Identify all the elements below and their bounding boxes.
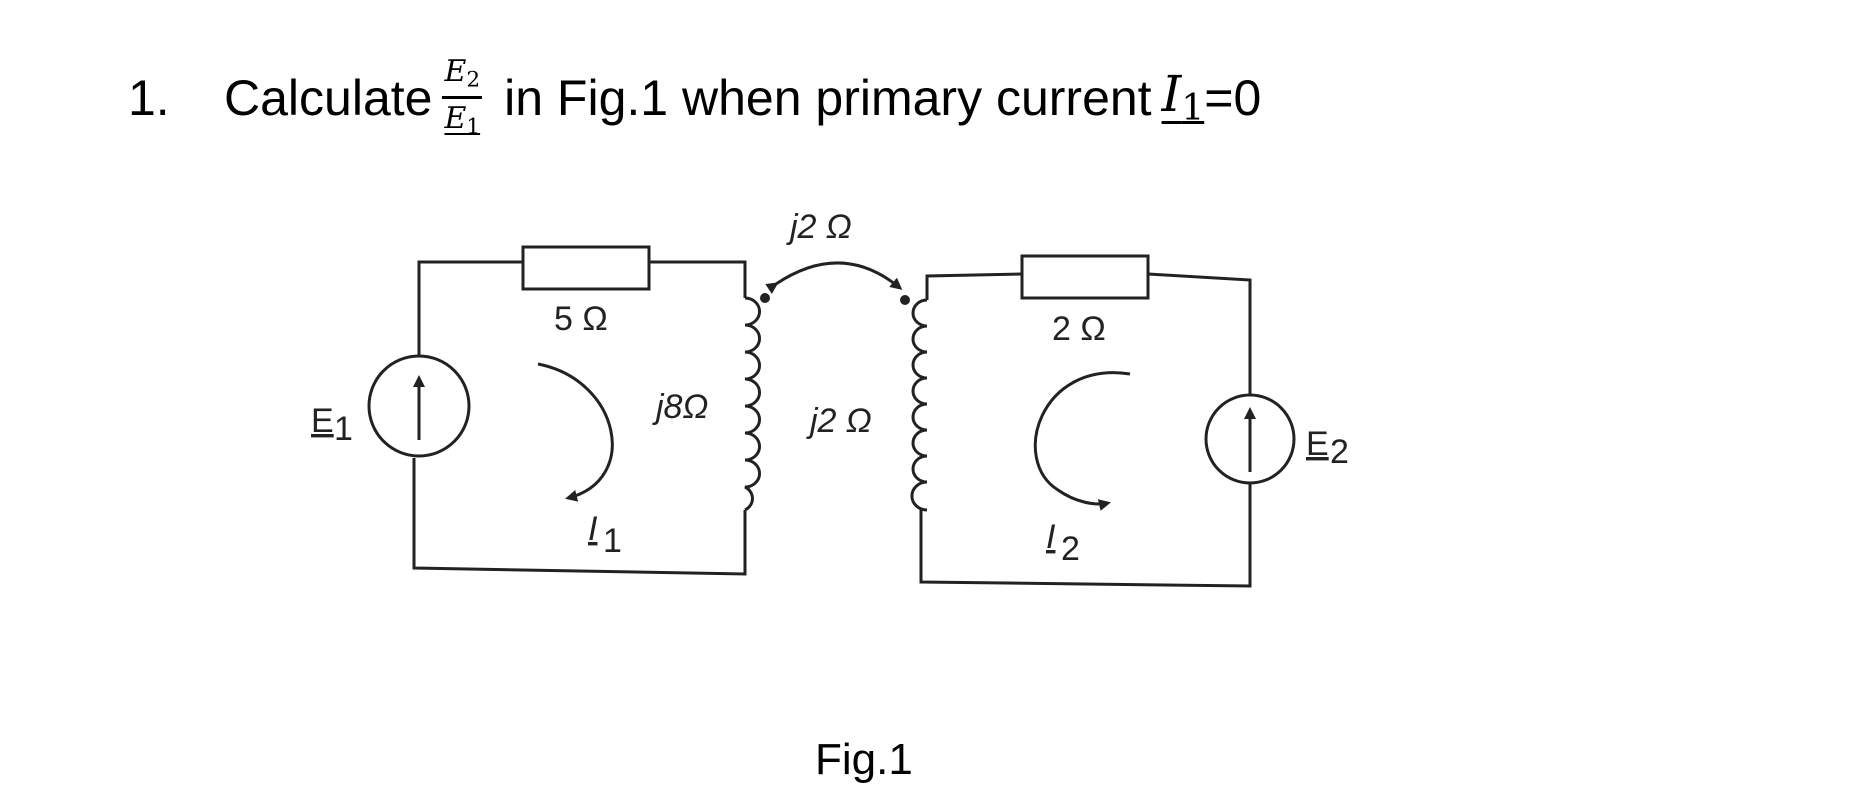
primary-current-symbol: I1 [1161, 64, 1205, 129]
secondary-inductor [910, 298, 928, 512]
l2-label: j2 Ω [806, 402, 872, 440]
svg-text:I: I [588, 510, 598, 548]
question-body: in Fig.1 when primary current [504, 69, 1152, 126]
primary-loop-wires [412, 260, 747, 576]
svg-text:I: I [1046, 518, 1056, 556]
figure-caption-text: Fig.1 [815, 735, 913, 784]
l1-label: j8Ω [652, 388, 708, 426]
primary-polarity-dot [760, 293, 770, 303]
r2-label: 2 Ω [1052, 310, 1106, 348]
i1-label: I 1 [588, 510, 622, 560]
svg-text:2: 2 [1061, 530, 1080, 568]
resistor-2-ohm [1020, 254, 1150, 300]
question-lead: Calculate [224, 69, 433, 126]
mutual-coupling-arrow [765, 261, 903, 294]
primary-inductor [744, 296, 761, 512]
fraction-denominator: E1 [444, 101, 481, 140]
source-e2 [1204, 393, 1296, 485]
r1-label: 5 Ω [554, 300, 608, 338]
mesh-current-arrow-i2 [1033, 371, 1131, 511]
e2-label: E 2 [1306, 425, 1349, 471]
ratio-fraction: E2 E1 [442, 56, 483, 140]
svg-text:E: E [311, 402, 334, 440]
i2-label: I 2 [1046, 518, 1080, 568]
mutual-reactance-label: j2 Ω [786, 208, 852, 246]
source-e1 [367, 354, 471, 458]
resistor-5-ohm [521, 245, 651, 291]
question-number: 1. [128, 69, 170, 126]
mesh-current-arrow-i1 [537, 362, 614, 502]
svg-text:E: E [1306, 425, 1329, 463]
e1-label: E 1 [311, 402, 353, 448]
current-condition: =0 [1204, 69, 1262, 126]
question-text: 1. Calculate E2 E1 in Fig.1 when primary… [128, 56, 1261, 139]
svg-text:1: 1 [334, 410, 353, 448]
secondary-polarity-dot [900, 295, 910, 305]
fraction-numerator: E2 [442, 56, 483, 100]
svg-text:1: 1 [603, 522, 622, 560]
svg-text:2: 2 [1330, 433, 1349, 471]
secondary-loop-wires [919, 272, 1252, 588]
